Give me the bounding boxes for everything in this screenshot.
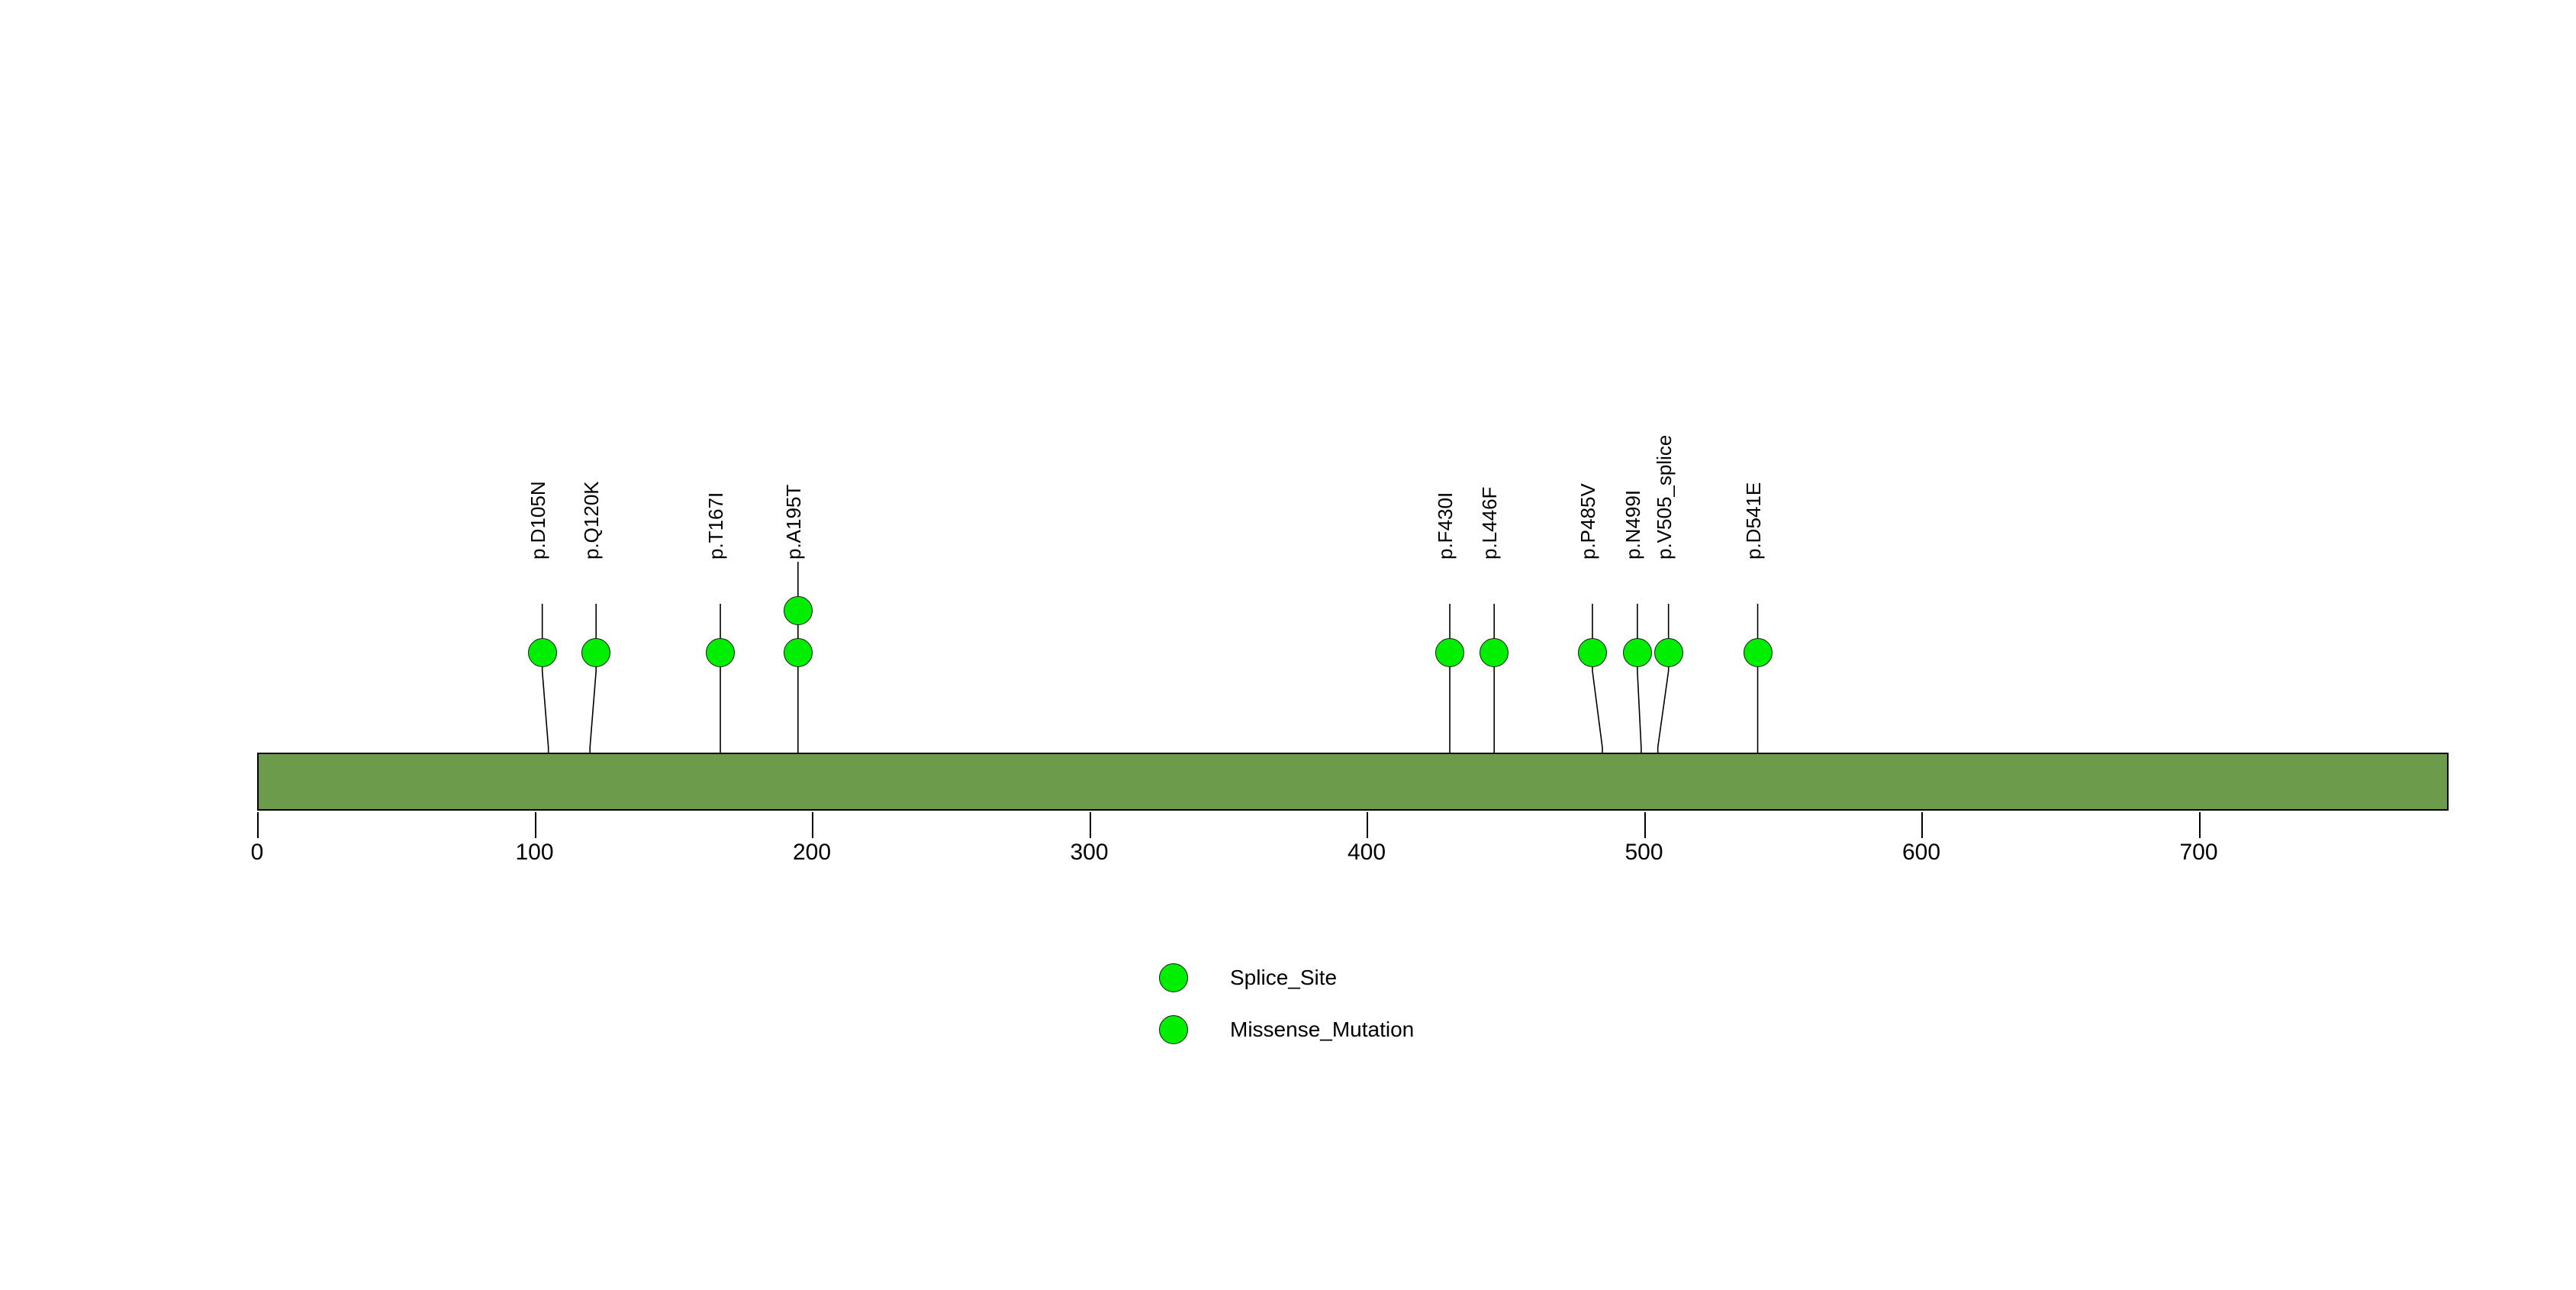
axis-tick [257, 812, 259, 838]
mutation-label: p.N499I [1621, 489, 1644, 560]
lollipop-marker[interactable] [1480, 638, 1509, 667]
axis-tick-label: 600 [1901, 840, 1941, 865]
legend-swatch-missense-mutation[interactable] [1159, 1015, 1188, 1044]
axis-tick-label: 400 [1347, 840, 1386, 865]
legend-swatch-splice-site[interactable] [1159, 963, 1188, 992]
mutation-label: p.L446F [1478, 486, 1502, 560]
axis-tick [1644, 812, 1646, 838]
axis-tick [812, 812, 813, 838]
mutation-label: p.P485V [1576, 483, 1599, 560]
mutation-label: p.A195T [781, 484, 805, 560]
axis-tick-label: 200 [792, 840, 832, 865]
legend-label: Splice_Site [1230, 966, 1338, 989]
mutation-label: p.Q120K [580, 481, 604, 560]
axis-tick [1367, 812, 1368, 838]
lollipop-marker[interactable] [1743, 638, 1773, 667]
axis-tick-label: 100 [515, 840, 554, 865]
mutation-label: p.T167I [704, 492, 728, 560]
axis-tick-label: 500 [1624, 840, 1663, 865]
axis-tick-label: 0 [250, 840, 264, 865]
lollipop-marker[interactable] [1622, 638, 1652, 667]
mutation-label: p.D541E [1741, 482, 1765, 560]
lollipop-marker[interactable] [783, 638, 813, 667]
mutation-label: p.V505_splice [1652, 434, 1676, 560]
axis-tick [534, 812, 536, 838]
mutation-label: p.D105N [526, 481, 549, 560]
lollipop-marker[interactable] [1653, 638, 1683, 667]
legend-label: Missense_Mutation [1230, 1017, 1415, 1041]
lollipop-marker[interactable] [783, 596, 813, 625]
axis-tick [2198, 812, 2201, 838]
protein-backbone-bar [257, 753, 2449, 811]
lollipop-marker[interactable] [527, 638, 557, 667]
axis-tick-label: 700 [2179, 840, 2218, 865]
lollipop-marker[interactable] [1435, 638, 1465, 667]
axis-tick [1089, 812, 1091, 838]
axis-tick-label: 300 [1070, 840, 1109, 865]
lollipop-marker[interactable] [1577, 638, 1607, 667]
axis-tick [1921, 812, 1923, 838]
mutation-label: p.F430I [1434, 492, 1457, 560]
lollipop-marker[interactable] [706, 638, 736, 667]
lollipop-marker[interactable] [581, 638, 611, 667]
